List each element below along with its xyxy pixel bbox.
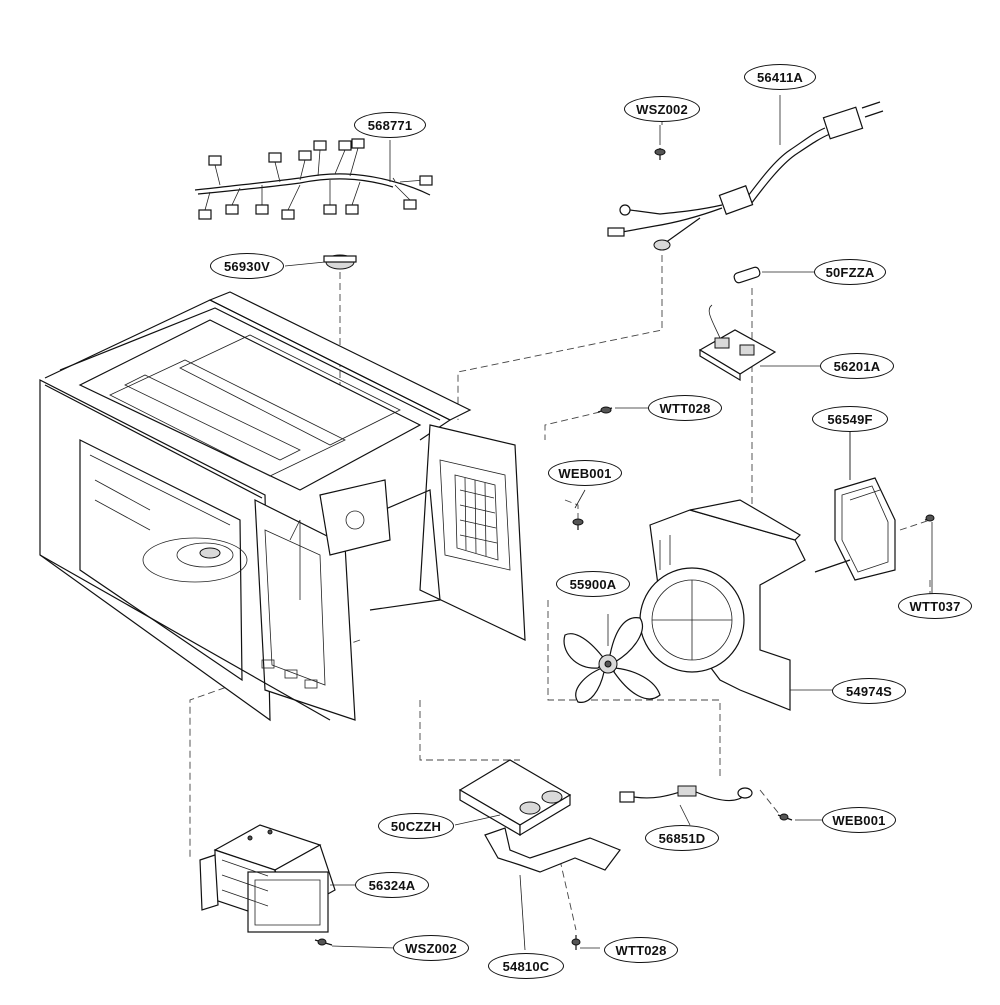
callout-wire-harness: 568771 (354, 112, 426, 138)
thermostat-drawing (284, 254, 357, 270)
microwave-cavity-drawing (39, 291, 526, 722)
screw-wtt028-low-drawing (571, 935, 600, 950)
callout-latch-board: 56549F (812, 406, 888, 432)
callout-screw-wtt028-top: WTT028 (648, 395, 722, 421)
latch-board-drawing (814, 430, 896, 581)
screw-web001-mid-drawing (572, 518, 584, 530)
vent-grille (454, 474, 499, 561)
callout-diode: 56851D (645, 825, 719, 851)
callout-screw-wsz002-low: WSZ002 (393, 935, 469, 961)
power-cord-drawing (607, 101, 884, 251)
magnetron-drawing (199, 824, 360, 933)
callout-fuse: 50FZZA (814, 259, 886, 285)
capacitor-drawing (454, 759, 572, 837)
callout-thermostat: 56930V (210, 253, 284, 279)
capacitor-bracket-drawing (484, 827, 621, 951)
callout-screw-web001-mid: WEB001 (548, 460, 622, 486)
callout-screw-web001-low: WEB001 (822, 807, 896, 833)
callout-capacitor-bracket: 54810C (488, 953, 564, 979)
screw-wsz002-low-drawing (314, 938, 396, 949)
leader-lines (389, 95, 851, 509)
callout-screw-wtt037: WTT037 (898, 593, 972, 619)
callout-magnetron: 56324A (355, 872, 429, 898)
noise-filter-board-drawing (698, 304, 820, 382)
screw-wtt037-drawing (924, 514, 935, 595)
callout-capacitor: 50CZZH (378, 813, 454, 839)
fan-duct-drawing (639, 499, 835, 711)
callout-noise-filter-board: 56201A (820, 353, 894, 379)
callout-screw-wtt028-low: WTT028 (604, 937, 678, 963)
fan-blade-drawing (563, 614, 661, 703)
diode-drawing (619, 785, 753, 826)
screw-wtt028-top-drawing (597, 406, 650, 414)
screw-top-drawing (654, 125, 666, 160)
callout-fan-duct: 54974S (832, 678, 906, 704)
fuse-drawing (733, 266, 815, 284)
callout-screw-top: WSZ002 (624, 96, 700, 122)
callout-power-cord: 56411A (744, 64, 816, 90)
screw-web001-low-drawing (777, 813, 828, 821)
callout-fan-blade: 55900A (556, 571, 630, 597)
wire-harness-drawing (194, 138, 433, 220)
